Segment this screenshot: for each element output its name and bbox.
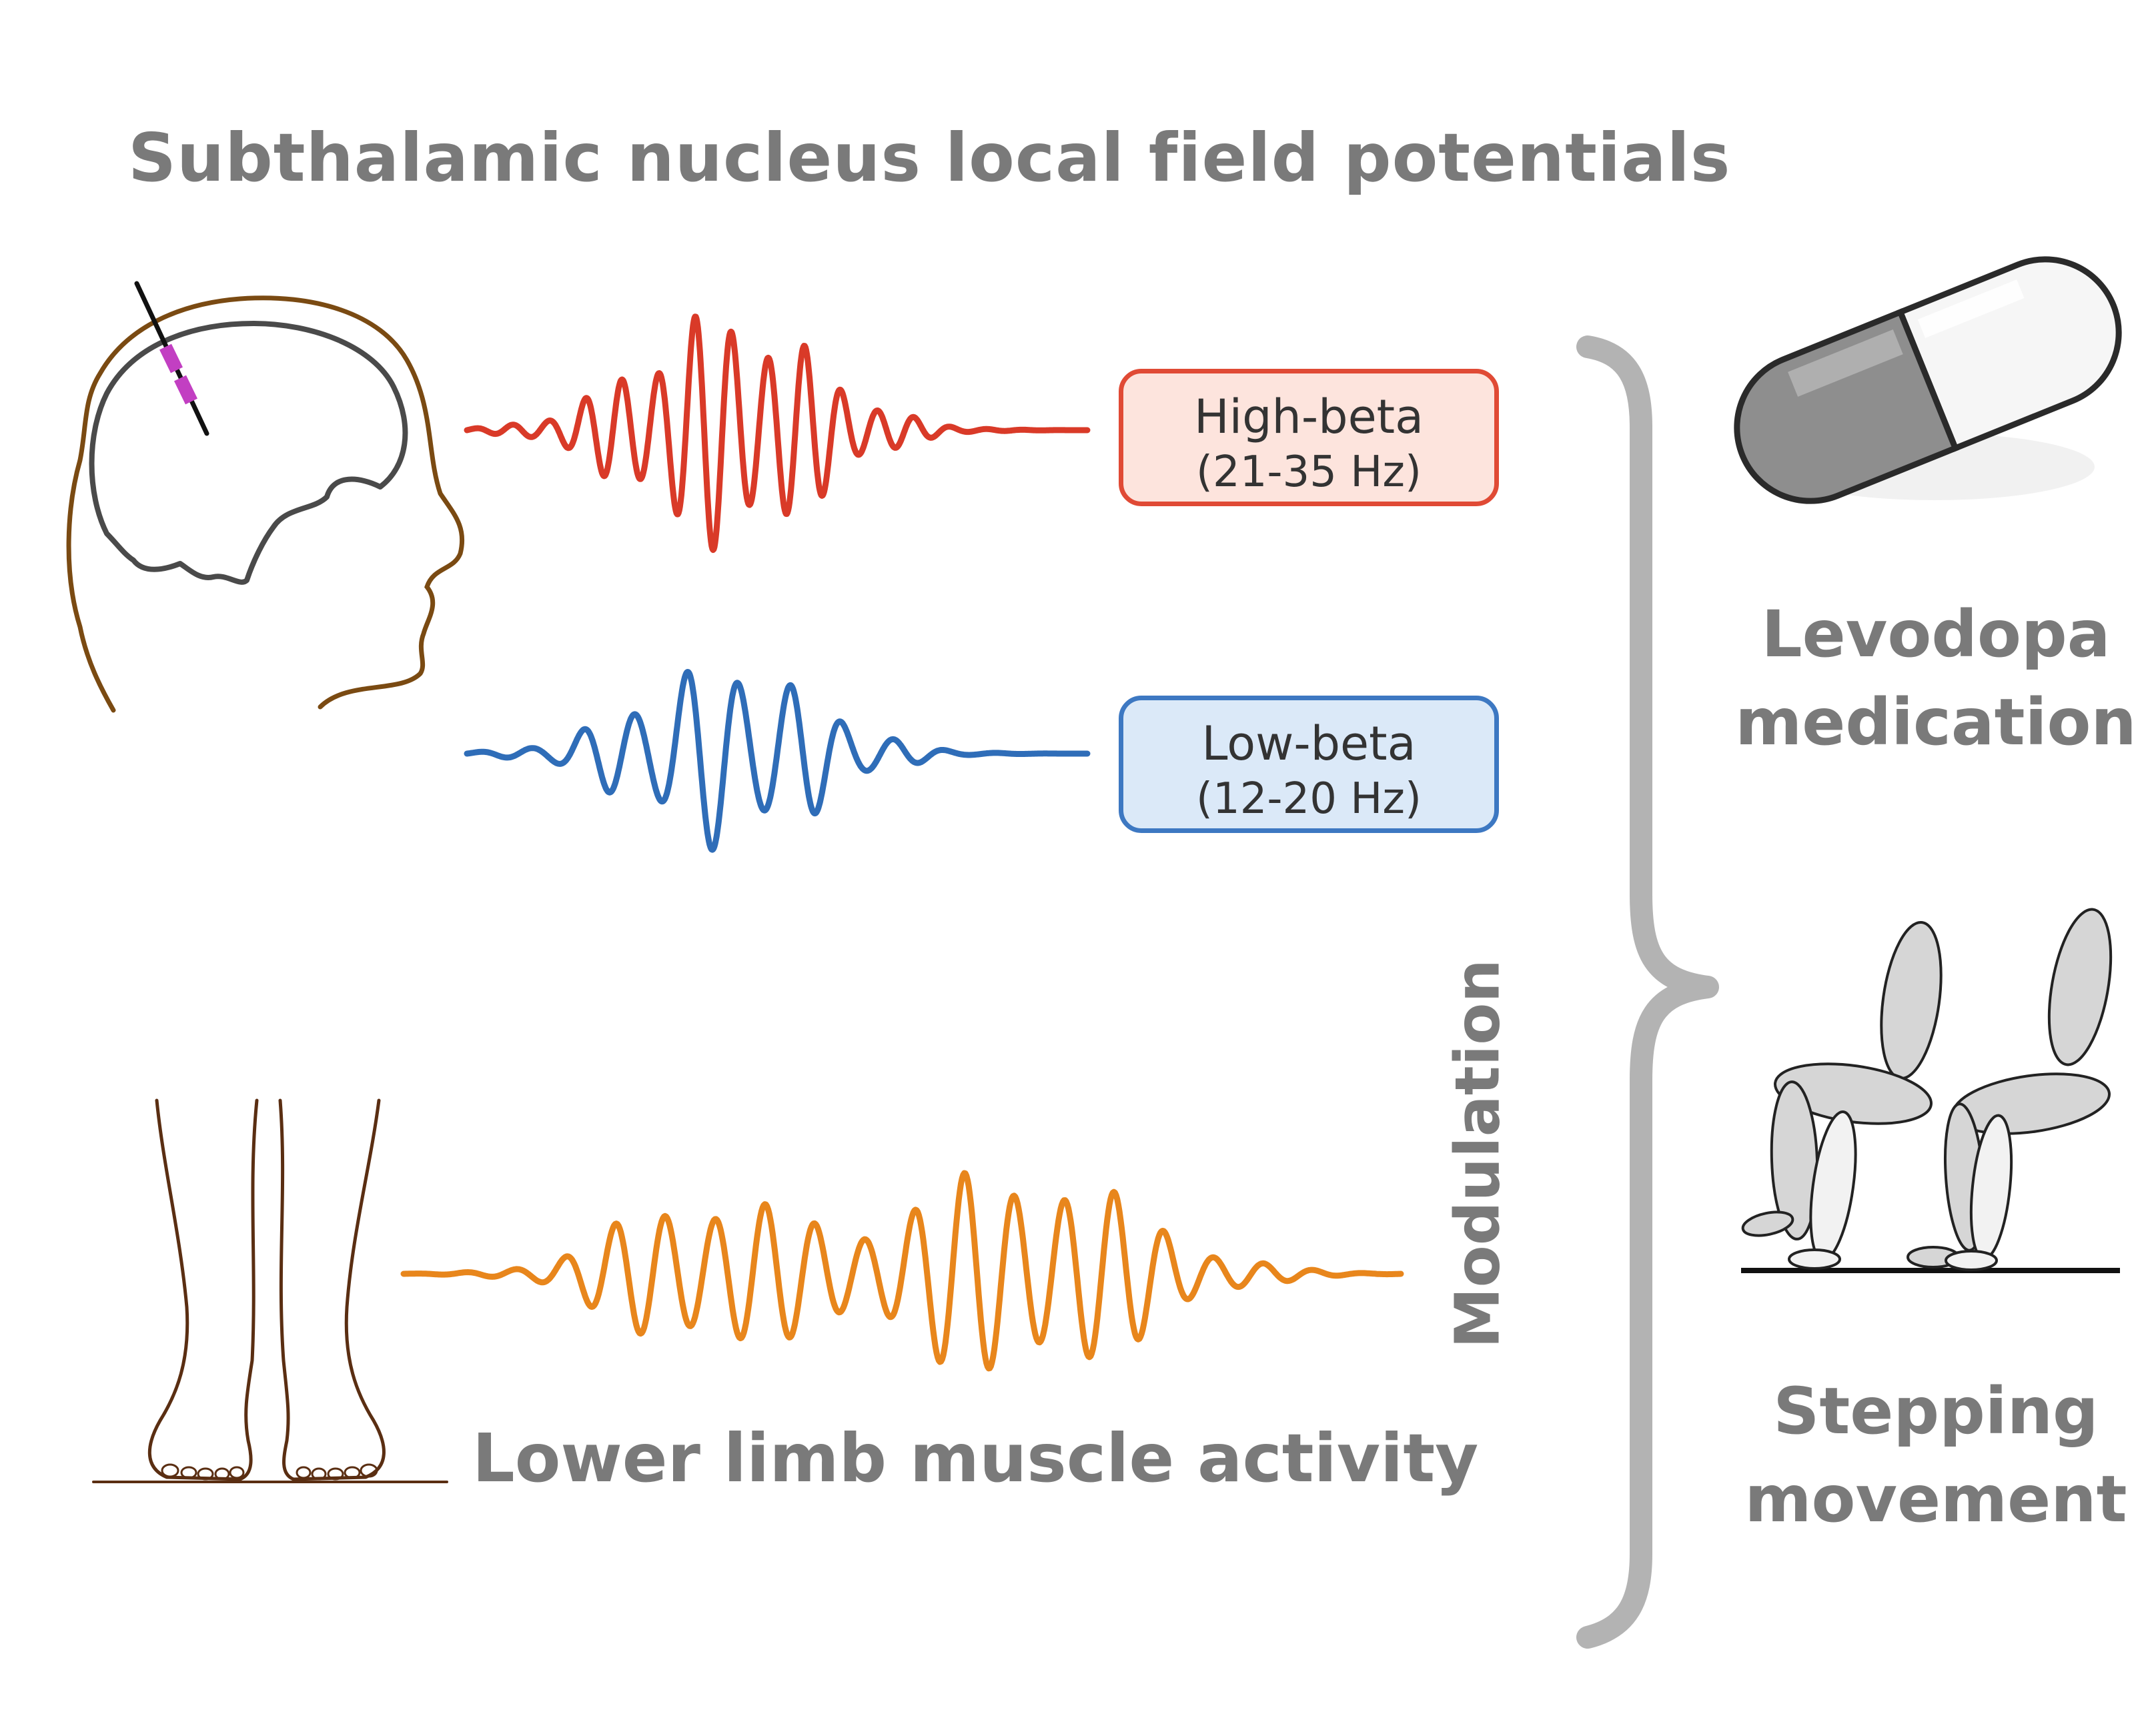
- stepping-label: Stepping movement: [1729, 1367, 2143, 1543]
- stepping-figure-icon: [1741, 908, 2120, 1273]
- levodopa-line2: medication: [1735, 685, 2137, 760]
- high-beta-label: High-beta: [1194, 389, 1424, 444]
- low-beta-wave: [464, 669, 1091, 853]
- legs-feet-icon: [92, 1098, 448, 1483]
- levodopa-line1: Levodopa: [1761, 597, 2111, 672]
- levodopa-label: Levodopa medication: [1729, 590, 2143, 766]
- low-beta-label: Low-beta: [1201, 716, 1416, 771]
- muscle-activity-label: Lower limb muscle activity: [472, 1419, 1479, 1497]
- low-beta-box: Low-beta (12-20 Hz): [1119, 696, 1499, 833]
- brain-outline-icon: [89, 321, 408, 585]
- high-beta-wave: [464, 313, 1091, 554]
- brace-icon: [1576, 335, 1719, 1649]
- muscle-activity-wave: [400, 1170, 1404, 1372]
- diagram-title: Subthalamic nucleus local field potentia…: [128, 119, 1731, 197]
- modulation-label: Modulation: [1442, 959, 1514, 1349]
- stepping-line2: movement: [1744, 1462, 2127, 1537]
- capsule-pill-icon: [1734, 256, 2122, 504]
- high-beta-range: (21-35 Hz): [1196, 448, 1422, 497]
- head-outline-icon: [66, 295, 465, 713]
- low-beta-range: (12-20 Hz): [1196, 774, 1422, 824]
- high-beta-box: High-beta (21-35 Hz): [1119, 369, 1499, 506]
- electrode-contacts-icon: [159, 343, 197, 405]
- stepping-line1: Stepping: [1773, 1374, 2099, 1449]
